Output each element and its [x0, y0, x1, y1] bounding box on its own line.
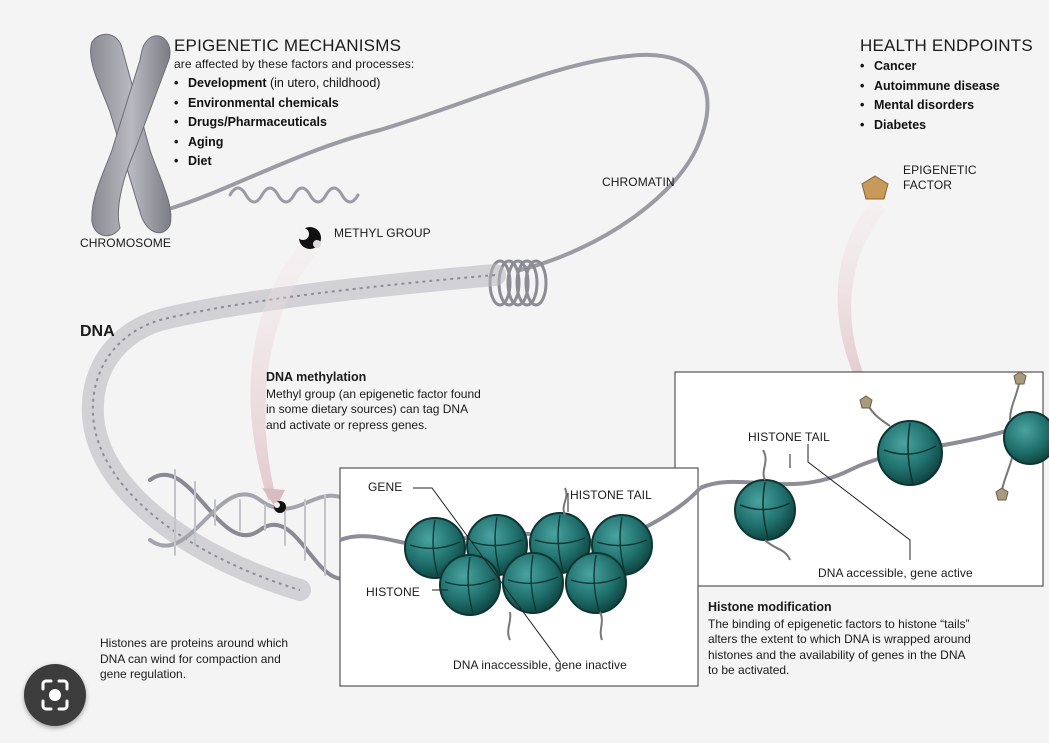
histone-modification-line-2: alters the extent to which DNA is wrappe…: [708, 632, 1048, 648]
mechanisms-list: Development (in utero, childhood) Environ…: [174, 74, 380, 172]
chromosome-icon: [91, 34, 171, 235]
epigenetic-factor-arrow: [838, 200, 886, 385]
endpoint-item: Cancer: [860, 57, 1000, 77]
histone-modification-line-3: histones and the availability of genes i…: [708, 648, 1048, 664]
histone-modification-line-1: The binding of epigenetic factors to his…: [708, 617, 1048, 633]
methyl-group-on-dna-icon: [274, 501, 286, 513]
mechanism-item-name: Development: [188, 76, 267, 90]
mechanism-item: Drugs/Pharmaceuticals: [174, 113, 380, 133]
dna-accessible-label: DNA accessible, gene active: [818, 566, 973, 580]
histone-modification-title: Histone modification: [708, 600, 1048, 616]
methyl-group-label: METHYL GROUP: [334, 226, 431, 240]
dna-methylation-line-3: and activate or repress genes.: [266, 418, 566, 434]
gene-label: GENE: [368, 480, 402, 494]
dna-methylation-title: DNA methylation: [266, 370, 566, 386]
dna-inaccessible-label: DNA inaccessible, gene inactive: [453, 658, 627, 672]
histone-tail-label-right: HISTONE TAIL: [748, 430, 830, 444]
endpoints-title: HEALTH ENDPOINTS: [860, 36, 1033, 56]
epigenetic-factor-label-2: FACTOR: [903, 178, 952, 192]
epigenetic-factor-icon: [862, 176, 888, 199]
histone-accessible-panel: [675, 372, 1043, 586]
histone-label: HISTONE: [366, 585, 420, 599]
lens-search-icon: [24, 664, 86, 726]
mechanism-item: Environmental chemicals: [174, 94, 380, 114]
mechanism-item: Diet: [174, 152, 380, 172]
chromosome-label: CHROMOSOME: [80, 236, 171, 250]
mechanism-item-name: Drugs/Pharmaceuticals: [188, 115, 327, 129]
mechanism-item-name: Environmental chemicals: [188, 96, 339, 110]
endpoint-item: Autoimmune disease: [860, 77, 1000, 97]
chromatin-label: CHROMATIN: [602, 175, 675, 189]
mechanism-item: Aging: [174, 133, 380, 153]
histones-note-line-2: DNA can wind for compaction and: [100, 652, 340, 668]
dna-methylation-caption: DNA methylation Methyl group (an epigene…: [266, 370, 566, 433]
dna-methylation-line-1: Methyl group (an epigenetic factor found: [266, 387, 566, 403]
endpoint-item: Mental disorders: [860, 96, 1000, 116]
histone-modification-line-4: to be activated.: [708, 663, 1048, 679]
histones-note-line-1: Histones are proteins around which: [100, 636, 340, 652]
mechanism-item: Development (in utero, childhood): [174, 74, 380, 94]
endpoints-list: CancerAutoimmune diseaseMental disorders…: [860, 57, 1000, 135]
mechanism-item-detail: (in utero, childhood): [267, 76, 381, 90]
histone-tail-label-left: HISTONE TAIL: [570, 488, 652, 502]
histones-note-line-3: gene regulation.: [100, 667, 340, 683]
epigenetic-factor-label-1: EPIGENETIC: [903, 163, 977, 177]
mechanisms-subtitle: are affected by these factors and proces…: [174, 57, 414, 71]
lens-search-button[interactable]: [24, 664, 86, 726]
histones-note: Histones are proteins around which DNA c…: [100, 636, 340, 683]
histone-modification-caption: Histone modification The binding of epig…: [708, 600, 1048, 679]
dna-methylation-line-2: in some dietary sources) can tag DNA: [266, 402, 566, 418]
dna-label: DNA: [80, 323, 115, 341]
mechanisms-title: EPIGENETIC MECHANISMS: [174, 36, 401, 56]
mechanism-item-name: Diet: [188, 154, 212, 168]
mechanism-item-name: Aging: [188, 135, 223, 149]
endpoint-item: Diabetes: [860, 116, 1000, 136]
